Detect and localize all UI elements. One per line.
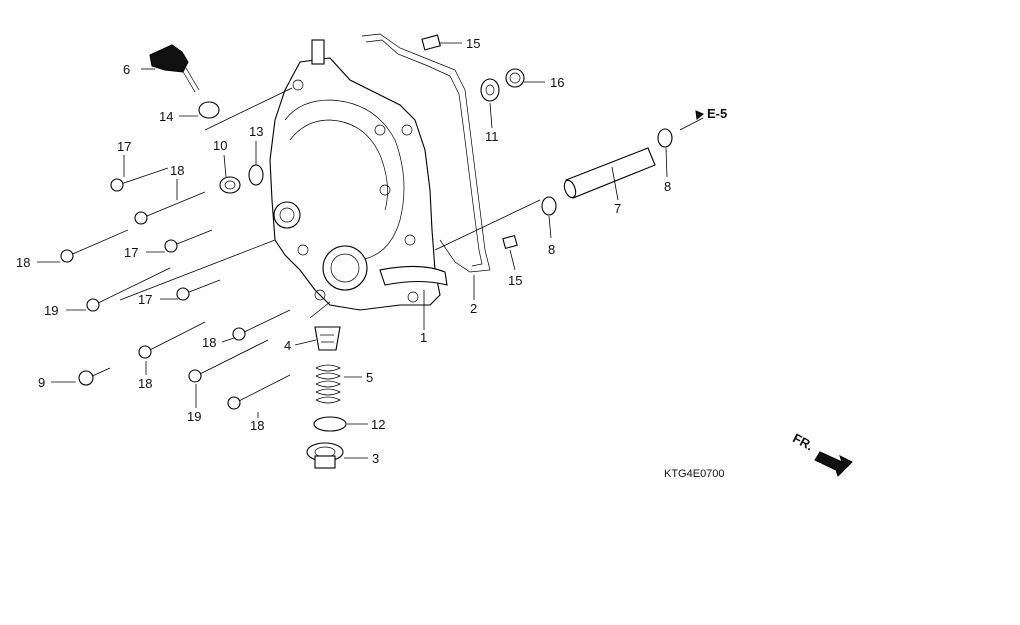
right-crankcase-cover [269, 39, 448, 311]
callout-18-e: 18 [250, 418, 264, 433]
part-5-spring [315, 364, 341, 404]
callout-19-a: 19 [44, 303, 58, 318]
callout-10: 10 [213, 138, 227, 153]
part-15-dowel-pin-lower [502, 234, 518, 250]
callout-15-lower: 15 [508, 273, 522, 288]
callout-7: 7 [614, 201, 621, 216]
part-11-bearing [480, 78, 500, 102]
bolt-19-b [188, 339, 269, 383]
part-3-drain-cap [306, 442, 344, 469]
part-8-clip-upper [657, 128, 673, 148]
callout-18-a: 18 [170, 163, 184, 178]
callout-18-b: 18 [16, 255, 30, 270]
callout-9: 9 [38, 375, 45, 390]
callout-15-upper: 15 [466, 36, 480, 51]
part-13-o-ring [248, 164, 264, 186]
callout-3: 3 [372, 451, 379, 466]
bolt-18-b [60, 229, 129, 263]
part-15-dowel-pin-upper [421, 34, 441, 51]
part-10-plug [219, 176, 241, 194]
bolt-18-c [138, 321, 206, 359]
reference-arrow [695, 110, 704, 120]
callout-labels: 1 2 3 4 5 6 7 8 8 9 10 11 12 13 14 15 15… [16, 36, 671, 466]
callout-18-c: 18 [138, 376, 152, 391]
part-8-clip-lower [541, 196, 557, 216]
front-direction-label: FR. [790, 430, 816, 453]
bolts [60, 167, 291, 410]
callout-13: 13 [249, 124, 263, 139]
bolt-17-b [164, 229, 213, 253]
callout-14: 14 [159, 109, 173, 124]
bolt-17-a [110, 167, 169, 192]
leader-lines [37, 42, 704, 459]
part-12-o-ring [313, 416, 347, 432]
part-14-o-ring [198, 101, 220, 119]
part-4-strainer [314, 326, 341, 351]
callout-17-b: 17 [124, 245, 138, 260]
diagram-code: KTG4E0700 [664, 468, 725, 480]
bolt-17-c [176, 279, 221, 301]
callout-5: 5 [366, 370, 373, 385]
bolt-19-a [86, 267, 171, 312]
callout-17-a: 17 [117, 139, 131, 154]
callout-4: 4 [284, 338, 291, 353]
reference-label: E-5 [707, 106, 727, 121]
callout-17-c: 17 [138, 292, 152, 307]
callout-8-lower: 8 [548, 242, 555, 257]
callout-19-b: 19 [187, 409, 201, 424]
callout-6: 6 [123, 62, 130, 77]
callout-16: 16 [550, 75, 564, 90]
callout-11: 11 [485, 129, 499, 144]
part-7-hose [563, 147, 656, 199]
part-6-dipstick [149, 44, 200, 93]
bolt-18-e [227, 374, 291, 410]
callout-12: 12 [371, 417, 385, 432]
callout-1: 1 [420, 330, 427, 345]
part-16-seal [505, 68, 525, 88]
bolt-18-d [232, 309, 291, 341]
cover-gasket [361, 33, 491, 273]
callout-8-upper: 8 [664, 179, 671, 194]
front-direction-arrow [814, 451, 853, 477]
bolt-18-a [134, 191, 206, 225]
callout-18-d: 18 [202, 335, 216, 350]
bolt-9 [78, 367, 111, 386]
callout-2: 2 [470, 301, 477, 316]
